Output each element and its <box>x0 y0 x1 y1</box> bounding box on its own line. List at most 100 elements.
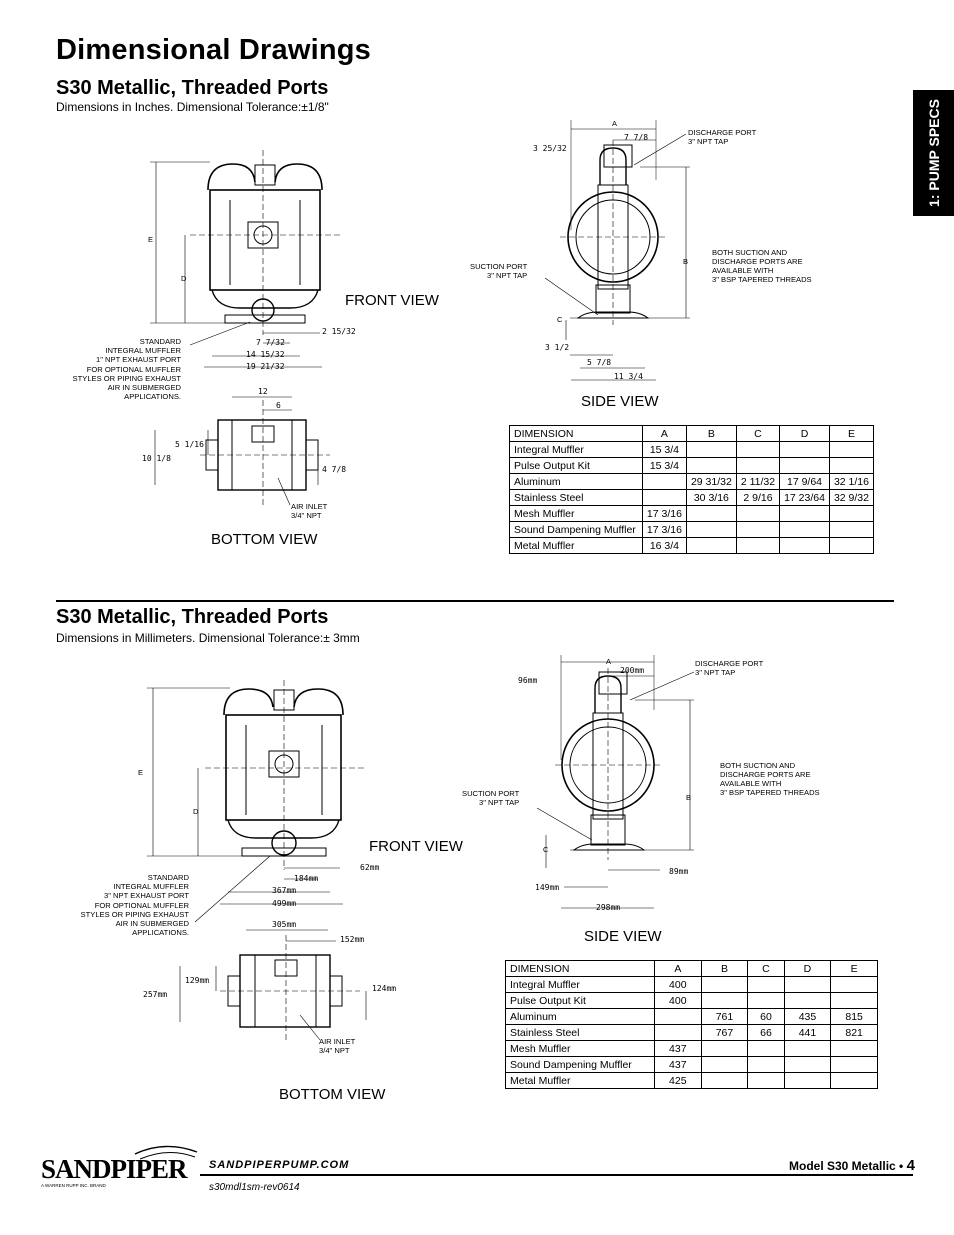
pump-body <box>209 189 321 291</box>
table-cell: 821 <box>830 1024 878 1041</box>
table-cell <box>830 1072 878 1089</box>
brand-tagline: A WARREN RUPP INC. BRAND <box>41 1183 107 1188</box>
table-cell: Stainless Steel <box>505 1024 655 1041</box>
table-cell: 767 <box>700 1024 749 1041</box>
dim-bottom-1018-mm: 257mm <box>143 990 168 999</box>
table-cell <box>783 1056 832 1073</box>
dim-bottom-12: 12 <box>258 387 268 396</box>
table-cell <box>828 537 875 554</box>
page-number: 4 <box>906 1157 915 1174</box>
table-cell: 400 <box>654 992 702 1009</box>
bottom-view-label-inches: BOTTOM VIEW <box>211 531 318 548</box>
table-cell <box>830 1056 878 1073</box>
dim-bottom-478: 4 7/8 <box>322 465 347 474</box>
table-cell <box>700 976 749 993</box>
table-cell: 761 <box>700 1008 749 1025</box>
side-view-label-mm: SIDE VIEW <box>584 928 662 945</box>
table-cell: 815 <box>830 1008 878 1025</box>
dim-side-a2: 7 7/8 <box>624 133 649 142</box>
table-cell: 437 <box>654 1056 702 1073</box>
table-cell: 435 <box>783 1008 832 1025</box>
dim-side-c1: 3 1/2 <box>545 343 570 352</box>
bsp-note-mm: BOTH SUCTION AND DISCHARGE PORTS ARE AVA… <box>720 761 820 797</box>
table-cell <box>747 992 785 1009</box>
page-title: Dimensional Drawings <box>56 34 372 66</box>
table-cell: 17 23/64 <box>779 489 830 506</box>
dim-front-w2: 7 7/32 <box>256 338 285 347</box>
table-cell: Metal Muffler <box>509 537 643 554</box>
table-cell: Integral Muffler <box>505 976 655 993</box>
discharge-note-inches: DISCHARGE PORT 3" NPT TAP <box>688 128 757 146</box>
table-cell: 441 <box>783 1024 832 1041</box>
section-title-mm: S30 Metallic, Threaded Ports <box>56 606 329 628</box>
table-cell: Aluminum <box>505 1008 655 1025</box>
bottom-view-label-mm: BOTTOM VIEW <box>279 1086 386 1103</box>
section-title-inches: S30 Metallic, Threaded Ports <box>56 77 329 99</box>
table-cell: Metal Muffler <box>505 1072 655 1089</box>
table-cell <box>830 1040 878 1057</box>
sandpiper-logo: SANDPIPER A WARREN RUPP INC. BRAND <box>41 1145 198 1188</box>
bsp-note-inches: BOTH SUCTION AND DISCHARGE PORTS ARE AVA… <box>712 248 812 284</box>
table-header-cell: C <box>735 425 781 442</box>
air-inlet-note-inches: AIR INLET 3/4" NPT <box>291 502 328 520</box>
dim-side-c3-mm: 298mm <box>596 903 621 912</box>
svg-text:D: D <box>193 807 199 816</box>
table-cell <box>700 992 749 1009</box>
table-header-cell: B <box>700 960 749 977</box>
front-view-label-mm: FRONT VIEW <box>369 838 463 855</box>
dim-side-c3: 11 3/4 <box>614 372 643 381</box>
table-cell: Sound Dampening Muffler <box>505 1056 655 1073</box>
air-inlet-note-mm: AIR INLET 3/4" NPT <box>319 1037 356 1055</box>
table-cell <box>654 1024 702 1041</box>
dim-bottom-6-mm: 152mm <box>340 935 365 944</box>
table-cell <box>747 1040 785 1057</box>
dim-side-a1-mm: 96mm <box>518 676 538 685</box>
dim-front-w3-mm: 367mm <box>272 886 297 895</box>
table-cell <box>700 1040 749 1057</box>
table-cell: Mesh Muffler <box>505 1040 655 1057</box>
table-cell <box>783 976 832 993</box>
svg-text:B: B <box>686 793 691 802</box>
svg-text:C: C <box>557 315 563 324</box>
table-cell: 437 <box>654 1040 702 1057</box>
brand-wordmark: SANDPIPER <box>41 1154 188 1184</box>
table-cell: 16 3/4 <box>641 537 687 554</box>
dim-bottom-1018: 10 1/8 <box>142 454 171 463</box>
dim-front-w1-mm: 62mm <box>360 863 380 872</box>
dim-front-w4: 19 21/32 <box>246 362 285 371</box>
suction-note-inches: SUCTION PORT 3" NPT TAP <box>470 262 528 280</box>
footer-url[interactable]: SANDPIPERPUMP.COM <box>209 1159 350 1171</box>
table-cell: Pulse Output Kit <box>509 457 643 474</box>
side-view-label-inches: SIDE VIEW <box>581 393 659 410</box>
table-cell <box>783 1072 832 1089</box>
dim-side-a1: 3 25/32 <box>533 144 567 153</box>
table-cell: Stainless Steel <box>509 489 643 506</box>
table-cell <box>747 1056 785 1073</box>
table-cell: Pulse Output Kit <box>505 992 655 1009</box>
table-header-cell: D <box>783 960 832 977</box>
table-cell <box>830 976 878 993</box>
table-cell <box>747 976 785 993</box>
table-cell <box>654 1008 702 1025</box>
svg-text:A: A <box>606 657 611 666</box>
table-header-cell: E <box>830 960 878 977</box>
section-subtitle-inches: Dimensions in Inches. Dimensional Tolera… <box>56 100 329 114</box>
section-tab[interactable]: 1: PUMP SPECS <box>913 90 954 216</box>
muffler-note-inches: STANDARD INTEGRAL MUFFLER 1" NPT EXHAUST… <box>72 337 181 402</box>
table-header-cell: A <box>654 960 702 977</box>
discharge-note-mm: DISCHARGE PORT 3" NPT TAP <box>695 659 764 677</box>
table-header-cell: C <box>747 960 785 977</box>
svg-text:D: D <box>181 274 187 283</box>
footer-rule <box>200 1174 913 1176</box>
table-cell: 400 <box>654 976 702 993</box>
footer-doc-id: s30mdl1sm-rev0614 <box>209 1182 300 1193</box>
footer-model-text: Model S30 Metallic • <box>789 1159 907 1173</box>
